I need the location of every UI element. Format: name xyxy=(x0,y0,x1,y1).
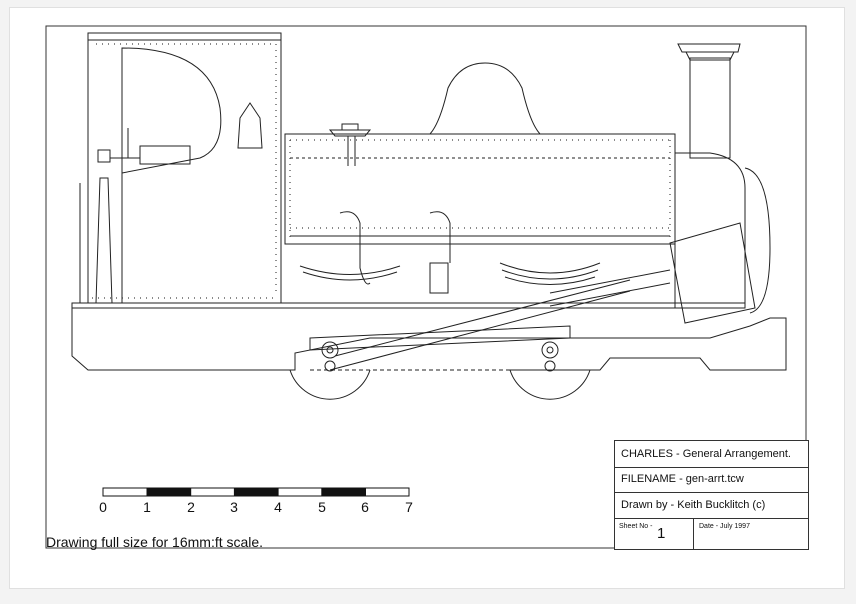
leaf-spring-front xyxy=(499,262,601,285)
steam-dome xyxy=(429,62,541,135)
scale-tick-label: 0 xyxy=(99,499,107,515)
cab-spectacle xyxy=(121,47,222,174)
boiler xyxy=(284,133,676,245)
chimney xyxy=(689,57,731,159)
safety-valve xyxy=(328,123,372,137)
title-block: CHARLES - General Arrangement. FILENAME … xyxy=(614,440,809,550)
locomotive-drawing xyxy=(45,25,807,549)
regulator xyxy=(139,145,191,165)
scale-note: Drawing full size for 16mm:ft scale. xyxy=(46,534,264,550)
scale-tick-label: 2 xyxy=(187,499,195,515)
filename-row: FILENAME - gen-arrt.tcw xyxy=(615,467,808,493)
scale-bar xyxy=(102,487,410,497)
scale-tick-label: 4 xyxy=(274,499,282,515)
scale-tick-label: 7 xyxy=(405,499,413,515)
date-label: Date - July 1997 xyxy=(699,523,750,530)
driving-wheel-rear xyxy=(289,369,371,400)
driving-wheel-front xyxy=(509,369,591,400)
drawing-title: CHARLES - General Arrangement. xyxy=(621,448,791,460)
scale-tick-label: 3 xyxy=(230,499,238,515)
drawing-frame xyxy=(45,25,807,549)
filename-text: FILENAME - gen-arrt.tcw xyxy=(621,473,744,485)
drawing-sheet: 0 1 2 3 4 5 6 7 Drawing full size for 16… xyxy=(10,8,844,588)
leaf-spring-rear xyxy=(299,265,401,281)
smokebox xyxy=(674,134,746,309)
scale-tick-label: 6 xyxy=(361,499,369,515)
main-frame xyxy=(71,308,787,371)
footplate xyxy=(71,302,746,309)
title-row: CHARLES - General Arrangement. xyxy=(615,441,808,468)
sheet-row: Sheet No - 1 Date - July 1997 xyxy=(615,518,808,549)
scale-tick-label: 1 xyxy=(143,499,151,515)
sheet-label: Sheet No - xyxy=(619,523,653,530)
scale-tick-label: 5 xyxy=(318,499,326,515)
drawn-by-row: Drawn by - Keith Bucklitch (c) xyxy=(615,492,808,519)
sheet-divider xyxy=(693,518,694,549)
cylinder xyxy=(669,222,756,324)
sheet-number: 1 xyxy=(657,525,666,542)
cab xyxy=(87,32,282,304)
drawn-by-text: Drawn by - Keith Bucklitch (c) xyxy=(621,499,766,511)
